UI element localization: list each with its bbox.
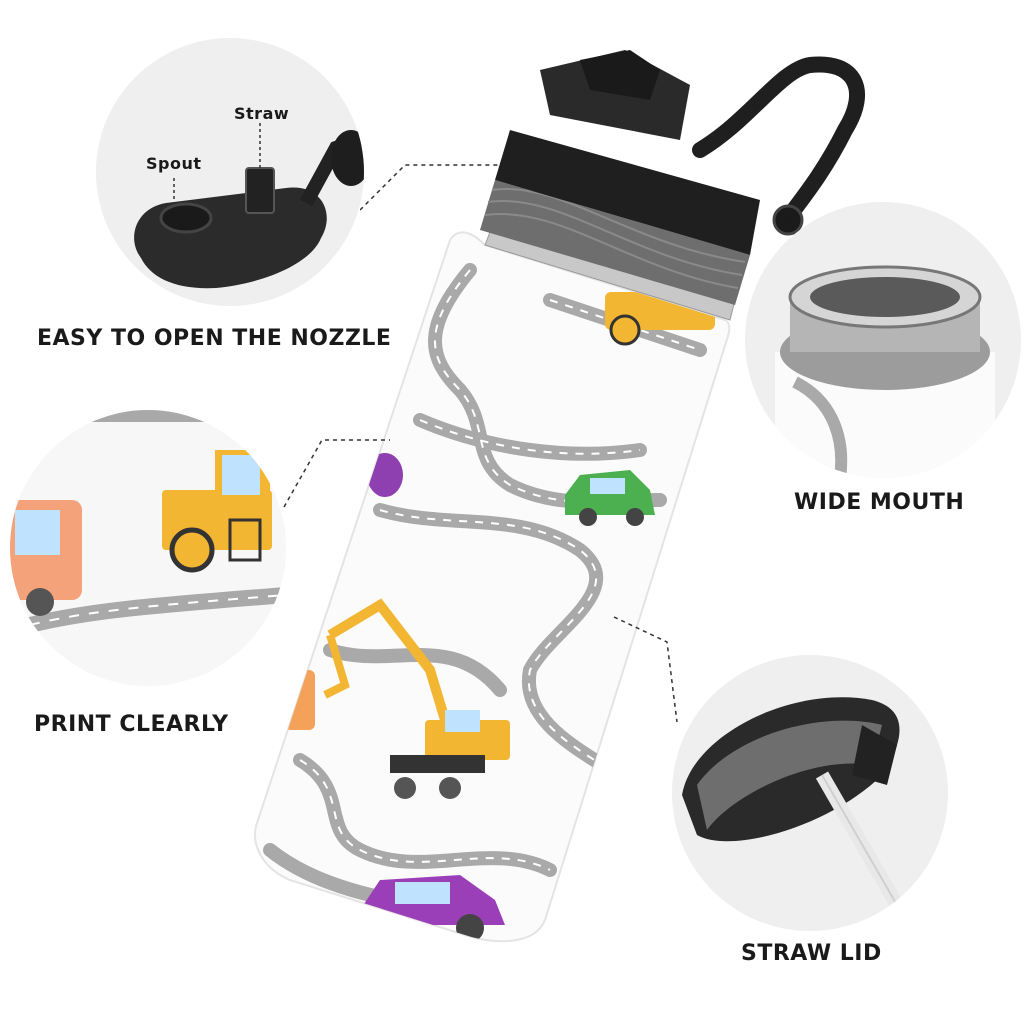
spout-label: Spout: [146, 154, 202, 173]
mouth-detail-circle: [745, 202, 1021, 478]
nozzle-leader-line: [360, 164, 498, 211]
wide-mouth-illustration: [775, 265, 1021, 478]
water-bottle-illustration: [254, 50, 866, 943]
nozzle-detail-circle: [96, 38, 364, 306]
nozzle-caption: EASY TO OPEN THE NOZZLE: [37, 326, 392, 351]
straw-lid-caption: STRAW LID: [741, 941, 882, 966]
straw-lid-leader-line: [613, 616, 678, 723]
water-bottle: [230, 30, 870, 950]
straw-lid-illustration: [682, 697, 919, 931]
print-leader-line: [283, 439, 390, 508]
straw-lid-detail-circle: [672, 655, 948, 931]
print-closeup-illustration: [10, 410, 286, 633]
mouth-caption: WIDE MOUTH: [794, 490, 965, 515]
print-caption: PRINT CLEARLY: [34, 712, 229, 737]
spout-straw-cap-illustration: [134, 123, 364, 289]
straw-label: Straw: [234, 104, 290, 123]
print-detail-circle: [10, 410, 286, 686]
